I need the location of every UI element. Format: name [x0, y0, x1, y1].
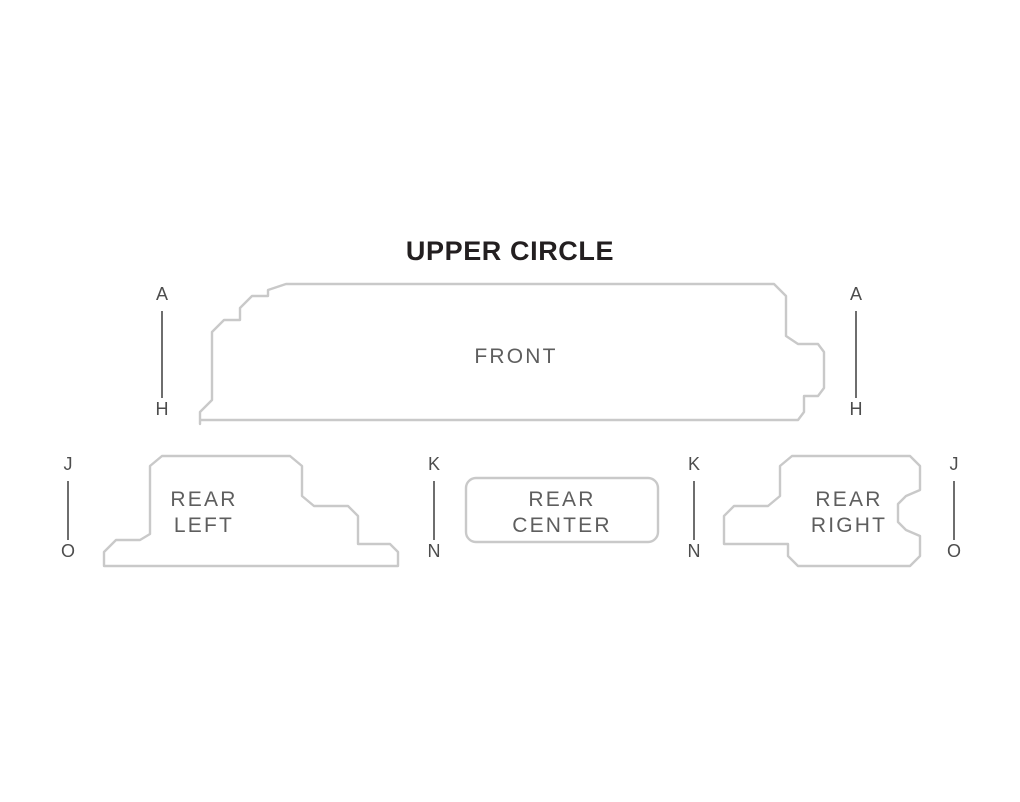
row-marker-bottom-letter: O: [947, 541, 961, 561]
row-marker-rear-center-right: K N: [688, 454, 701, 561]
row-marker-bottom-letter: H: [156, 399, 169, 419]
rear-left-block-outline[interactable]: [102, 454, 400, 568]
row-marker-bottom-letter: O: [61, 541, 75, 561]
row-marker-top-letter: K: [688, 454, 700, 474]
rear-center-block-label-line1: REAR: [528, 488, 595, 511]
row-marker-rear-left-outer: J O: [61, 454, 75, 561]
seating-blocks: FRONT REAR LEFT REAR CENTER REAR RIGHT: [102, 282, 922, 568]
front-block-label: FRONT: [474, 345, 557, 368]
rear-right-block-label-line2: RIGHT: [811, 514, 887, 537]
row-marker-rear-center-left: K N: [428, 454, 441, 561]
front-block-outline[interactable]: [198, 282, 826, 426]
row-marker-bottom-letter: N: [688, 541, 701, 561]
row-marker-rear-right-outer: J O: [947, 454, 961, 561]
row-marker-front-right: A H: [850, 284, 863, 419]
row-marker-front-left: A H: [156, 284, 169, 419]
row-marker-top-letter: A: [156, 284, 168, 304]
seating-block-rear-left[interactable]: REAR LEFT: [102, 454, 400, 568]
row-marker-top-letter: A: [850, 284, 862, 304]
row-marker-bottom-letter: N: [428, 541, 441, 561]
seating-block-rear-right[interactable]: REAR RIGHT: [722, 454, 922, 568]
rear-left-block-label-line2: LEFT: [174, 514, 234, 537]
rear-left-block-label-line1: REAR: [170, 488, 237, 511]
row-marker-bottom-letter: H: [850, 399, 863, 419]
seating-block-rear-center[interactable]: REAR CENTER: [464, 476, 660, 544]
rear-center-block-outline[interactable]: [464, 476, 660, 544]
row-marker-top-letter: J: [64, 454, 73, 474]
rear-right-block-label-line1: REAR: [815, 488, 882, 511]
row-marker-top-letter: K: [428, 454, 440, 474]
row-marker-top-letter: J: [950, 454, 959, 474]
seating-block-front[interactable]: FRONT: [198, 282, 826, 426]
row-markers: A H A H J O K N K N J O: [61, 284, 961, 561]
page-title: UPPER CIRCLE: [406, 236, 614, 266]
rear-right-block-outline[interactable]: [722, 454, 922, 568]
rear-center-block-label-line2: CENTER: [512, 514, 612, 537]
